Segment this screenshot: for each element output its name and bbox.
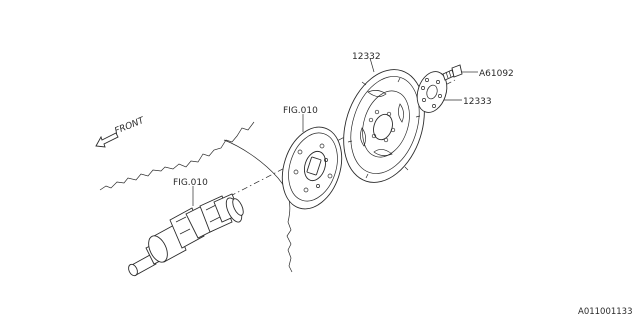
diagram-id: A011001133 — [578, 307, 633, 317]
crankshaft-fig-reference: FIG.010 — [173, 178, 208, 188]
crankshaft — [128, 193, 244, 277]
front-label: FRONT — [113, 115, 147, 136]
bolt — [442, 64, 463, 81]
engine-block-outline — [99, 121, 293, 273]
clutch-disc — [343, 69, 425, 183]
flywheel-plate — [281, 126, 343, 210]
front-direction-indicator: FRONT — [95, 115, 147, 148]
bolt-part-number: A61092 — [479, 69, 514, 79]
flywheel-fig-reference: FIG.010 — [283, 106, 318, 116]
backing-plate — [416, 71, 448, 113]
front-arrow-icon — [95, 132, 119, 148]
plate-part-number: 12333 — [463, 97, 492, 107]
leader-lines — [192, 57, 478, 206]
clutch-disc-part-number: 12332 — [352, 52, 381, 62]
